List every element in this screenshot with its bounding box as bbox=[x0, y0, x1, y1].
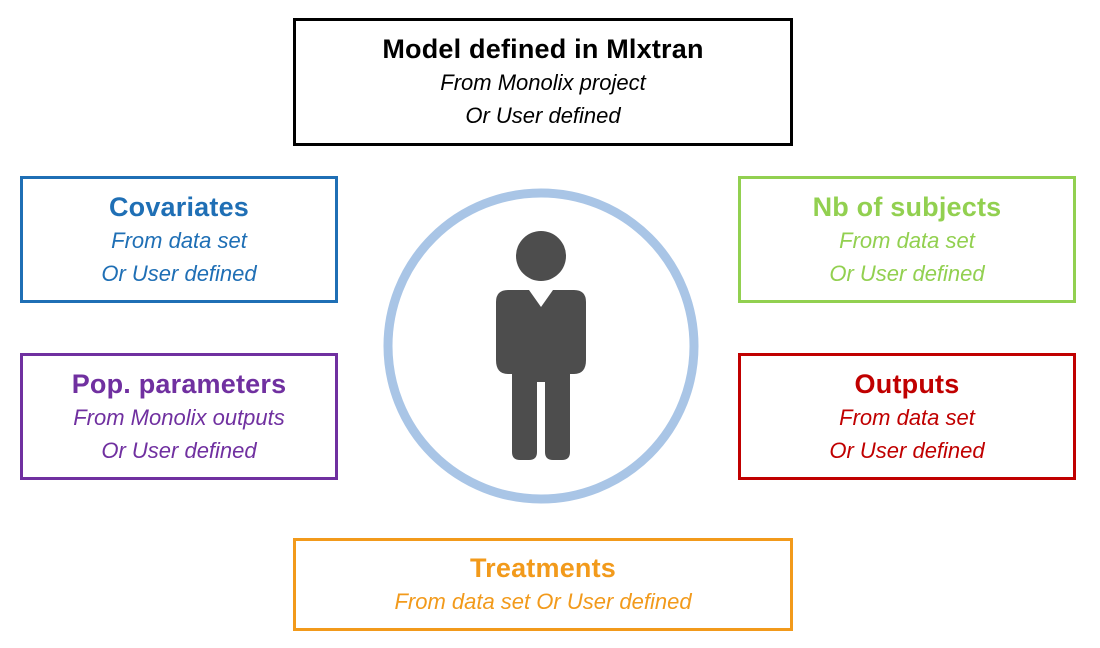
model-box: Model defined in Mlxtran From Monolix pr… bbox=[293, 18, 793, 146]
treatments-source-line: From data set Or User defined bbox=[394, 589, 692, 614]
treatments-box: Treatments From data set Or User defined bbox=[293, 538, 793, 631]
covariates-title: Covariates bbox=[108, 191, 250, 222]
pop-parameters-alt-line: Or User defined bbox=[101, 437, 257, 463]
pop-parameters-title: Pop. parameters bbox=[71, 368, 287, 399]
subject-figure bbox=[376, 186, 706, 506]
model-title: Model defined in Mlxtran bbox=[382, 34, 704, 64]
pop-parameters-box: Pop. parameters From Monolix outputs Or … bbox=[20, 353, 338, 480]
model-alt-line: Or User defined bbox=[465, 103, 621, 128]
outputs-box: Outputs From data set Or User defined bbox=[738, 353, 1076, 480]
person-icon bbox=[383, 188, 699, 504]
outputs-source-line: From data set bbox=[839, 404, 975, 430]
outputs-alt-line: Or User defined bbox=[829, 437, 985, 463]
subject-ring bbox=[383, 188, 699, 504]
covariates-box: Covariates From data set Or User defined bbox=[20, 176, 338, 303]
nb-subjects-source-line: From data set bbox=[839, 227, 975, 253]
nb-subjects-alt-line: Or User defined bbox=[829, 260, 985, 286]
nb-subjects-box: Nb of subjects From data set Or User def… bbox=[738, 176, 1076, 303]
covariates-alt-line: Or User defined bbox=[101, 260, 257, 286]
person-shape bbox=[496, 231, 586, 460]
covariates-source-line: From data set bbox=[111, 227, 247, 253]
model-source-line: From Monolix project bbox=[440, 70, 646, 95]
pop-parameters-source-line: From Monolix outputs bbox=[73, 404, 285, 430]
treatments-title: Treatments bbox=[469, 553, 617, 583]
outputs-title: Outputs bbox=[854, 368, 960, 399]
nb-subjects-title: Nb of subjects bbox=[812, 191, 1002, 222]
